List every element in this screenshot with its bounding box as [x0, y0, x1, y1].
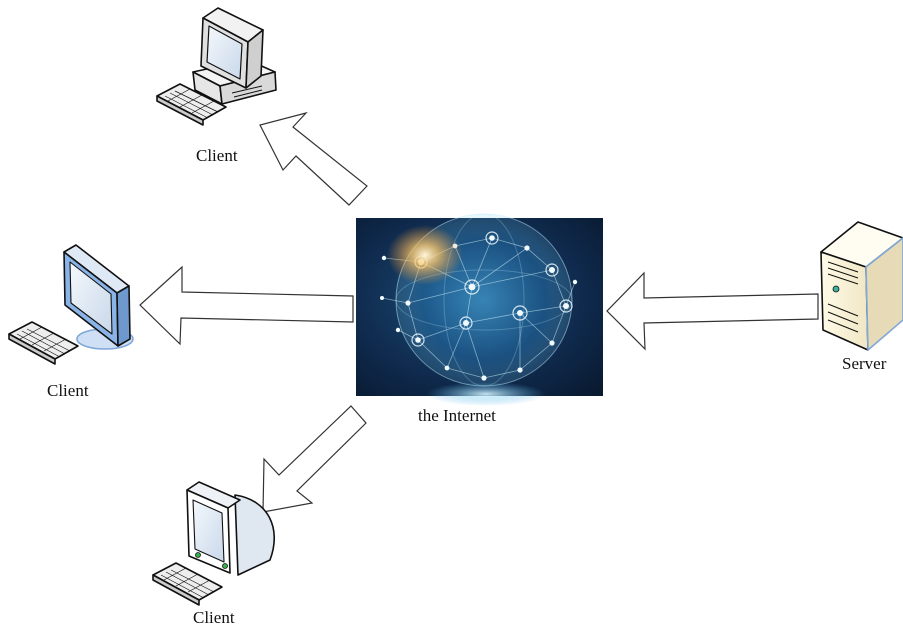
arrow-internet-to-client-left — [139, 265, 354, 346]
server-label: Server — [842, 354, 887, 373]
arrow-internet-to-client-bottom — [262, 405, 367, 513]
arrow-internet-to-client-top — [259, 111, 368, 206]
client-top-label: Client — [196, 146, 238, 165]
arrow-server-to-internet — [606, 271, 819, 351]
internet-label: the Internet — [418, 406, 496, 425]
lcd-monitor-icon — [8, 244, 134, 365]
crt-monitor-icon — [152, 481, 275, 606]
globe-network-icon — [356, 213, 603, 406]
client-bottom-label: Client — [193, 608, 235, 627]
desktop-pc-icon — [156, 7, 277, 126]
server-tower-icon — [820, 221, 903, 351]
client-left-label: Client — [47, 381, 89, 400]
